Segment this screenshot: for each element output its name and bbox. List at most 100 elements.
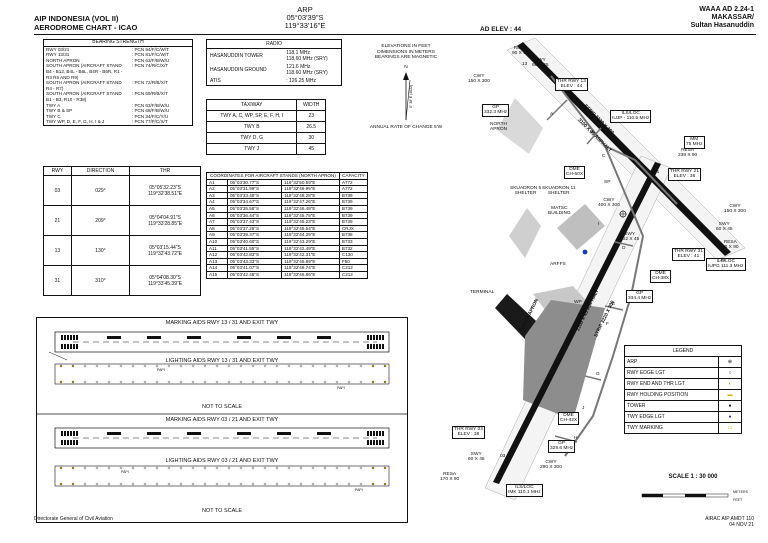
edge-light <box>167 364 171 368</box>
stand-id: A1 <box>206 178 228 187</box>
bearing-item: TWY C <box>46 113 61 119</box>
stand-lat: 05°03'41.55"S <box>226 244 283 253</box>
edge-light <box>155 482 159 486</box>
legend-row: RWY EDGE LGT○ <box>624 367 742 379</box>
threshold-bar <box>376 335 378 340</box>
footer-amdt: AIRAC AIP AMDT 110 04 NOV 21 <box>705 516 754 528</box>
edge-light <box>383 364 387 368</box>
threshold-bar <box>64 431 66 436</box>
scale-bar <box>641 493 729 498</box>
map-label-cwy-31: CWY 150 X 300 <box>724 204 746 215</box>
legend-symbol-icon: ⊕ <box>718 356 742 368</box>
threshold-bar <box>376 344 378 349</box>
threshold-bar <box>373 431 375 436</box>
map-label-wp: WP <box>574 300 582 305</box>
map-label-twy-i: I <box>598 222 600 227</box>
map-label-thr31: THR RWY 31 ELEV : 41 <box>672 248 705 261</box>
edge-light <box>155 466 159 470</box>
map-label-north-apron: NORTH APRON <box>490 122 508 133</box>
map-label-sq5: SKUADRON 5 SHELTER <box>510 186 542 197</box>
marking-title-0321: MARKING AIDS RWY 03 / 21 AND EXIT TWY <box>165 417 279 423</box>
north-apron-area <box>509 208 541 258</box>
map-label-rwy21: 21 <box>654 170 660 175</box>
edge-light <box>131 364 135 368</box>
runway-col-header: RWY <box>43 166 72 176</box>
runway-direction: 209° <box>70 205 131 236</box>
stand-lat: 05°03'31.99"S <box>226 185 283 193</box>
edge-light <box>383 380 387 384</box>
edge-light <box>311 482 315 486</box>
legend-label: RWY EDGE LGT <box>624 367 719 379</box>
runway-1331 <box>517 42 731 256</box>
bearing-row: TWY WP, D, E, F, G, H, I & J: PCN 77/F/C… <box>44 119 193 125</box>
edge-light <box>275 380 279 384</box>
map-label-twy-a: A <box>550 112 554 117</box>
stand-id: A11 <box>206 244 228 253</box>
edge-light <box>143 380 147 384</box>
edge-light <box>107 364 111 368</box>
stand-id: A6 <box>206 211 228 220</box>
legend-symbol-icon: ● <box>718 400 742 412</box>
edge-light <box>59 482 63 486</box>
bearing-pcn: : PCN 74/R/C/X/T <box>131 63 169 69</box>
bearing-row: SOUTH APRON (AIRCRAFT STAND B4 - B12, B4… <box>44 63 193 80</box>
edge-light <box>203 364 207 368</box>
edge-light <box>71 466 75 470</box>
legend-label: RWY END AND THR LGT <box>624 378 719 390</box>
edge-light <box>347 364 351 368</box>
map-label-twy-d: D <box>622 246 626 251</box>
bearing-strength-table: BEARING STRENGTH RWY 03/21: PCN 94/F/C/W… <box>43 39 193 126</box>
stand-capacity: CRJX <box>338 224 369 233</box>
marking-title-1331: MARKING AIDS RWY 13 / 31 AND EXIT TWY <box>165 320 279 326</box>
edge-light <box>287 466 291 470</box>
width-col-header: WIDTH <box>296 99 326 111</box>
edge-light <box>323 466 327 470</box>
bearing-item: SOUTH APRON (AIRCRAFT STAND R4 - R7) <box>46 80 122 91</box>
threshold-bar <box>70 344 72 349</box>
edge-light <box>71 364 75 368</box>
edge-light <box>107 380 111 384</box>
threshold-bar <box>70 431 72 436</box>
edge-light <box>95 380 99 384</box>
threshold-bar <box>64 335 66 340</box>
not-to-scale-2: NOT TO SCALE <box>201 508 243 514</box>
threshold-bar <box>73 440 75 445</box>
threshold-bar <box>67 431 69 436</box>
edge-light <box>179 482 183 486</box>
stand-lon: 119°32'46.86"E <box>281 270 340 279</box>
annual-change: ANNUAL RATE OF CHANGE 5'W <box>369 124 443 130</box>
city: MAKASSAR/ <box>711 14 754 21</box>
bearing-pcn: : PCN 34/F/C/Y/U <box>131 113 169 119</box>
map-label-arffs: ARFFS <box>550 262 566 267</box>
edge-light <box>167 482 171 486</box>
stand-id: A4 <box>206 198 228 206</box>
touchdown-marking <box>147 432 161 435</box>
map-label-cwy-03: CWY 290 X 300 <box>540 460 562 471</box>
radio-row: ATIS: 126.25 MHz <box>207 77 342 86</box>
taxiway-name: TWY J <box>205 143 298 155</box>
chart-header-right: WAAA AD 2.24-1 MAKASSAR/ Sultan Hasanudd… <box>691 6 754 30</box>
threshold-bar <box>76 431 78 436</box>
runway-designator: 31 <box>43 265 72 296</box>
airport-name: Sultan Hasanuddin <box>690 22 754 29</box>
bearing-item: TWY B & SP <box>46 108 73 114</box>
stand-lon: 119°32'46.48"E <box>281 204 340 213</box>
legend-row: TWY MARKING▭ <box>624 422 742 434</box>
edge-light <box>131 380 135 384</box>
legend-label: TWY EDGE LGT <box>624 411 719 423</box>
edge-light <box>203 380 207 384</box>
threshold-bar <box>67 344 69 349</box>
threshold-bar <box>373 335 375 340</box>
edge-light <box>299 466 303 470</box>
marking-aids-panel: MARKING AIDS RWY 13 / 31 AND EXIT TWY LI… <box>36 317 408 523</box>
taxiway-d <box>614 241 634 247</box>
taxiway-name: TWY B <box>205 121 298 133</box>
stand-lon: 119°32'42.49"E <box>281 244 340 253</box>
stand-id: A3 <box>206 191 228 200</box>
edge-light <box>263 380 267 384</box>
edge-light <box>335 380 339 384</box>
edge-light <box>371 482 375 486</box>
